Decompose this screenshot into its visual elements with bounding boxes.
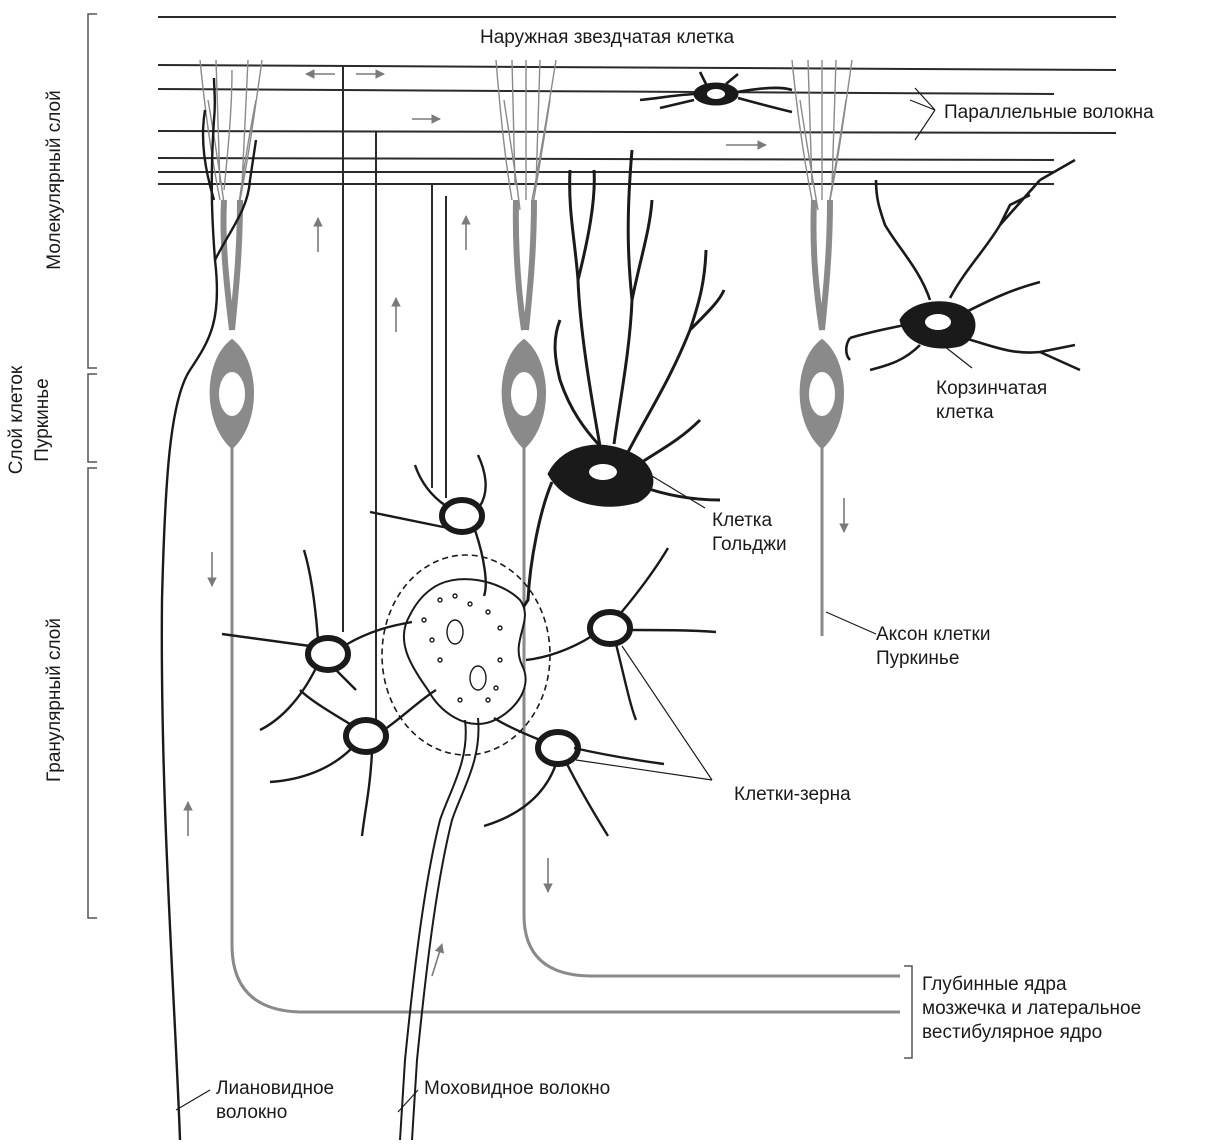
purkinje-layer-label-line1: Слой клеток <box>6 365 27 474</box>
parallel-fiber <box>158 158 1054 160</box>
basket-cell-label-line1: Корзинчатая <box>936 378 1047 399</box>
purkinje-layer-label-line2: Пуркинье <box>32 378 53 461</box>
granule-cell <box>526 548 716 720</box>
purkinje-cell-1 <box>200 60 900 1012</box>
deep-nuclei-bracket <box>904 966 912 1058</box>
deep-nuclei-label-line3: вестибулярное ядро <box>922 1022 1102 1043</box>
deep-nuclei-label-line1: Глубинные ядра <box>922 974 1067 995</box>
granule-cell <box>270 690 436 836</box>
purkinje-cell-2 <box>496 60 900 976</box>
basket-cell-label-line2: клетка <box>936 402 994 423</box>
purkinje-axon-label-line1: Аксон клетки <box>876 624 990 645</box>
arrow <box>432 944 442 976</box>
purkinje-axon-label-line2: Пуркинье <box>876 648 959 669</box>
granule-cell <box>484 718 664 836</box>
climbing-fiber-label-line1: Лиановидное <box>216 1078 334 1099</box>
granule-cells-label: Клетки-зерна <box>734 784 851 805</box>
purkinje-layer-bracket <box>88 374 97 462</box>
parallel-fibers-label: Параллельные волокна <box>944 102 1154 123</box>
granular-layer-bracket <box>88 468 97 918</box>
parallel-fiber <box>158 65 1116 70</box>
mossy-fiber-label: Моховидное волокно <box>424 1078 610 1099</box>
parallel-fiber <box>158 131 1116 133</box>
granular-layer-label: Гранулярный слой <box>44 618 65 782</box>
molecular-layer-bracket <box>88 14 97 368</box>
golgi-label-line2: Гольджи <box>712 534 787 555</box>
deep-nuclei-label-line2: мозжечка и латеральное <box>922 998 1141 1019</box>
molecular-layer-label: Молекулярный слой <box>44 90 65 269</box>
purkinje-cell-3 <box>792 60 852 636</box>
golgi-label-line1: Клетка <box>712 510 773 531</box>
basket-cell <box>846 160 1080 370</box>
granule-cell <box>370 455 486 596</box>
outer-stellate-label: Наружная звездчатая клетка <box>480 27 734 48</box>
climbing-fiber-label-line2: волокно <box>216 1102 287 1123</box>
